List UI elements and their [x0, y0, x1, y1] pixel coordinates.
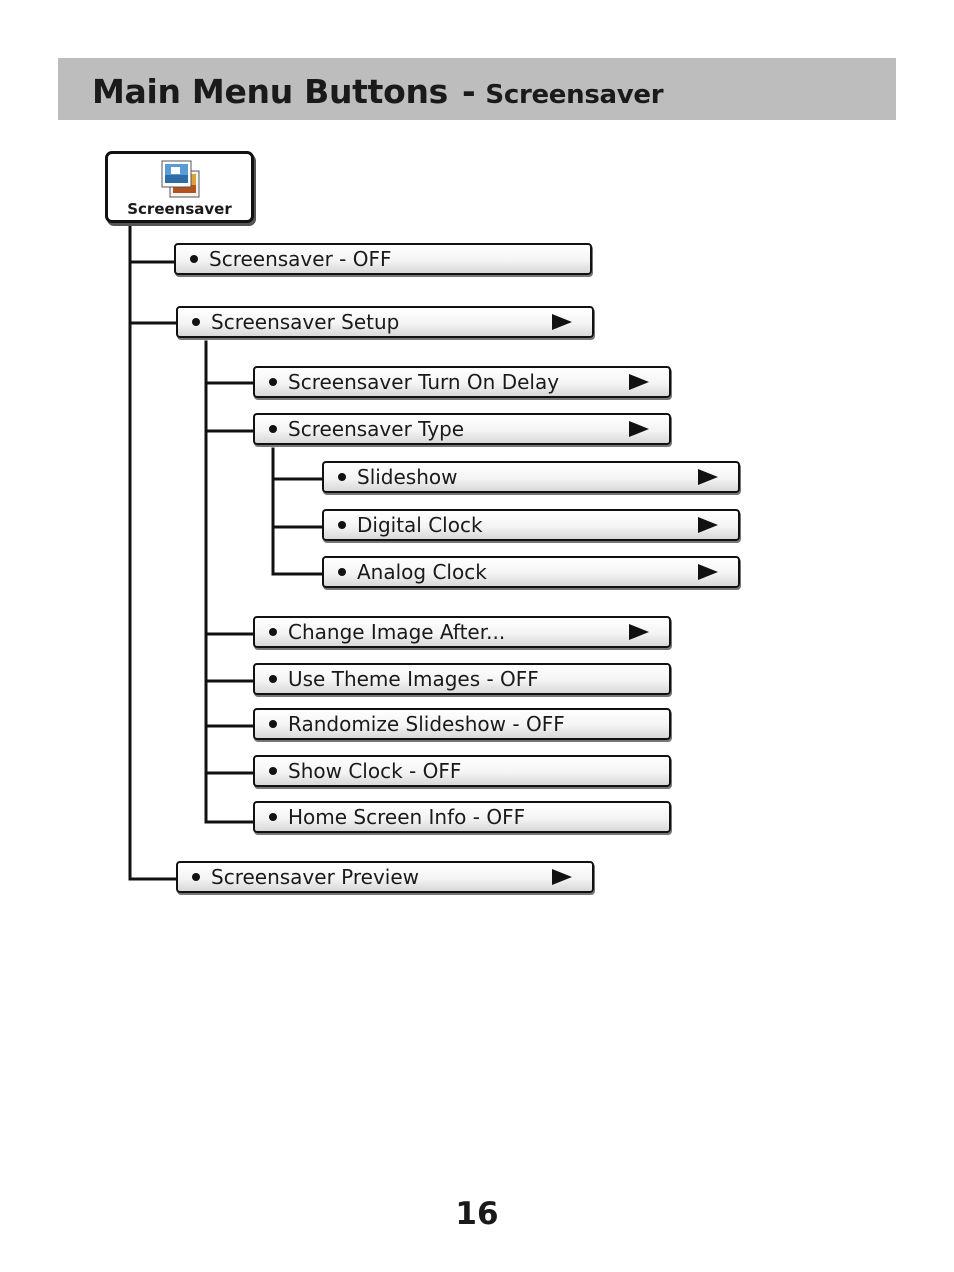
menu-item-show-clock[interactable]: Show Clock - OFF [253, 755, 671, 787]
menu-item-analog-clock[interactable]: Analog Clock [322, 556, 740, 588]
menu-item-slideshow[interactable]: Slideshow [322, 461, 740, 493]
page-title: Main Menu Buttons-Screensaver [92, 72, 664, 111]
submenu-arrow-icon [629, 374, 649, 390]
submenu-arrow-icon [552, 869, 572, 885]
submenu-arrow-icon [698, 469, 718, 485]
submenu-arrow-icon [629, 624, 649, 640]
header-bar [58, 58, 896, 120]
page-subtitle: Screensaver [485, 80, 664, 110]
menu-item-turn-on-delay[interactable]: Screensaver Turn On Delay [253, 366, 671, 398]
menu-item-screensaver-setup[interactable]: Screensaver Setup [176, 306, 594, 338]
menu-item-randomize-slideshow[interactable]: Randomize Slideshow - OFF [253, 708, 671, 740]
bullet-icon [269, 425, 277, 433]
bullet-icon [269, 378, 277, 386]
menu-item-change-image-after[interactable]: Change Image After... [253, 616, 671, 648]
bullet-icon [192, 873, 200, 881]
bullet-icon [192, 318, 200, 326]
bullet-icon [269, 813, 277, 821]
screensaver-menu-button[interactable]: Screensaver [105, 151, 254, 223]
menu-item-screensaver-off[interactable]: Screensaver - OFF [174, 243, 592, 275]
bullet-icon [190, 255, 198, 263]
bullet-icon [338, 473, 346, 481]
screensaver-menu-label: Screensaver [127, 200, 232, 218]
bullet-icon [269, 720, 277, 728]
menu-item-home-screen-info[interactable]: Home Screen Info - OFF [253, 801, 671, 833]
bullet-icon [269, 675, 277, 683]
screensaver-pictures-icon [161, 160, 200, 198]
bullet-icon [338, 521, 346, 529]
bullet-icon [338, 568, 346, 576]
submenu-arrow-icon [698, 564, 718, 580]
page-number: 16 [455, 1196, 499, 1232]
menu-item-screensaver-type[interactable]: Screensaver Type [253, 413, 671, 445]
bullet-icon [269, 767, 277, 775]
bullet-icon [269, 628, 277, 636]
submenu-arrow-icon [698, 517, 718, 533]
menu-item-screensaver-preview[interactable]: Screensaver Preview [176, 861, 594, 893]
menu-item-digital-clock[interactable]: Digital Clock [322, 509, 740, 541]
submenu-arrow-icon [552, 314, 572, 330]
menu-item-use-theme-images[interactable]: Use Theme Images - OFF [253, 663, 671, 695]
submenu-arrow-icon [629, 421, 649, 437]
